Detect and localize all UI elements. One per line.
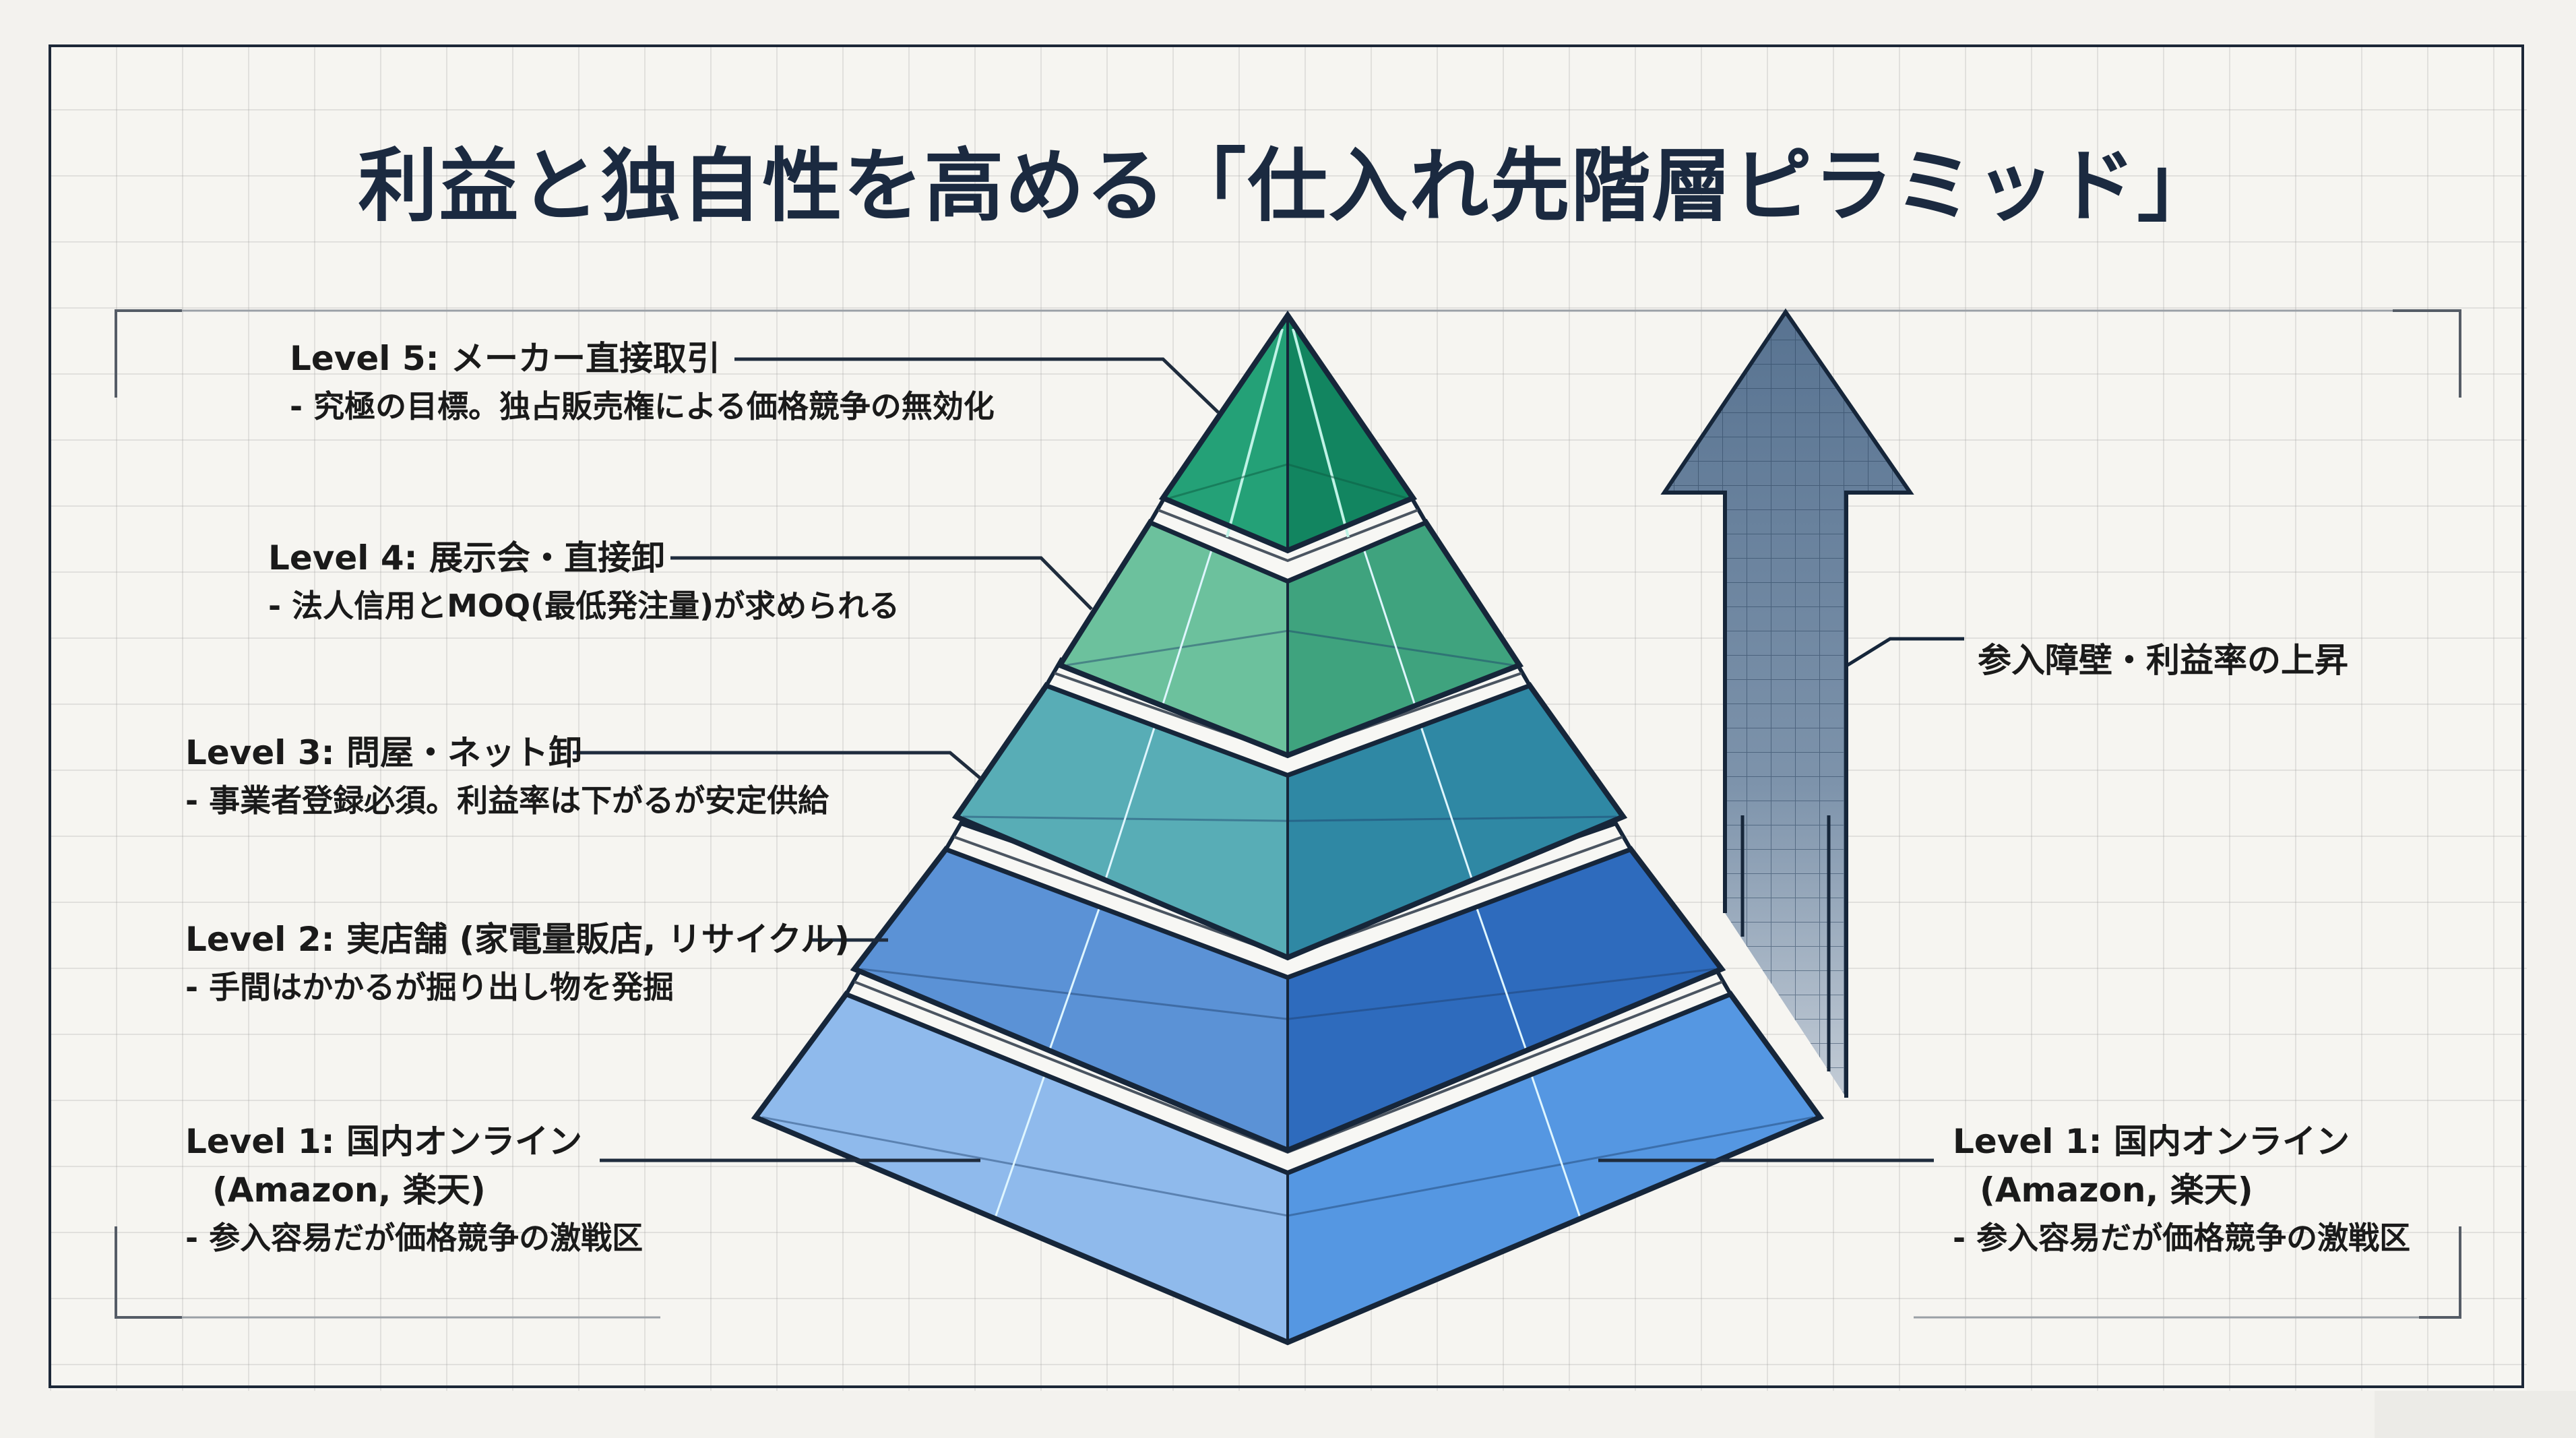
pyramid (751, 310, 1825, 1346)
level-1-subtitle: (Amazon, 楽天) (212, 1170, 486, 1210)
tier-2-left-face (854, 849, 1288, 1150)
level-1-right-title: Level 1: 国内オンライン (1953, 1122, 2350, 1161)
level-3-description: - 事業者登録必須。利益率は下がるが安定供給 (185, 782, 829, 819)
leader-level-3 (573, 751, 982, 780)
level-4-title: Level 4: 展示会・直接卸 (268, 538, 666, 577)
label-level-1-left: Level 1: 国内オンライン (Amazon, 楽天) - 参入容易だが価格… (185, 1117, 643, 1261)
label-level-5: Level 5: メーカー直接取引 - 究極の目標。独占販売権による価格競争の無… (290, 334, 995, 430)
tier-3-left-face (956, 685, 1288, 958)
level-1-right-subtitle: (Amazon, 楽天) (1980, 1170, 2253, 1210)
level-1-title: Level 1: 国内オンライン (185, 1122, 583, 1161)
tier-5-highlight-left (1226, 328, 1284, 538)
leader-level-5 (734, 357, 1220, 414)
pyramid-tier-level-1 (751, 966, 1825, 1346)
tier-3-highlight-left (1104, 725, 1156, 881)
tier-1-right-face (1288, 994, 1820, 1342)
pyramid-tier-level-5 (1158, 310, 1418, 554)
tier-4-left-face (1060, 522, 1288, 755)
bracket-bottom-left (115, 1226, 182, 1319)
label-level-1-right: Level 1: 国内オンライン (Amazon, 楽天) - 参入容易だが価格… (1953, 1117, 2410, 1261)
arrow-label-leader (1846, 637, 1964, 667)
pyramid-tier-level-3 (951, 657, 1628, 961)
page-title: 利益と独自性を高める「仕入れ先階層ピラミッド」 (358, 139, 2218, 232)
level-1-description: - 参入容易だが価格競争の激戦区 (185, 1220, 643, 1256)
tier-4-separator-line (1158, 509, 1418, 563)
tier-3-highlight-right (1420, 725, 1474, 881)
inner-frame-brackets (115, 309, 2461, 1319)
leader-level-4 (670, 556, 1093, 611)
tier-5-highlight-right (1292, 328, 1350, 538)
level-5-title: Level 5: メーカー直接取引 (290, 339, 721, 378)
bracket-top-right (2393, 309, 2461, 398)
tier-4-highlight-left (1161, 548, 1214, 706)
tier-2-highlight-right (1475, 906, 1528, 1051)
bracket-bottom-right (2419, 1226, 2461, 1319)
pyramid-tier-level-2 (850, 821, 1726, 1154)
leader-lines (573, 357, 1934, 1162)
level-4-description: - 法人信用とMOQ(最低発注量)が求められる (268, 588, 900, 624)
tier-4-highlight-right (1362, 548, 1416, 706)
level-3-title: Level 3: 問屋・ネット卸 (185, 733, 583, 772)
tier-1-highlight-right (1530, 1073, 1581, 1219)
bracket-top-left (115, 309, 182, 398)
level-2-description: - 手間はかかるが掘り出し物を発掘 (185, 969, 674, 1005)
level-5-description: - 究極の目標。独占販売権による価格競争の無効化 (290, 388, 995, 425)
label-level-4: Level 4: 展示会・直接卸 - 法人信用とMOQ(最低発注量)が求められる (268, 534, 900, 629)
arrow-label: 参入障壁・利益率の上昇 (1978, 641, 2348, 680)
tier-1-highlight-left (994, 1073, 1046, 1219)
arrow-outline (1660, 308, 1914, 1098)
label-level-3: Level 3: 問屋・ネット卸 - 事業者登録必須。利益率は下がるが安定供給 (185, 728, 829, 824)
outer-frame (49, 44, 2524, 1388)
label-level-2: Level 2: 実店舗 (家電量販店, リサイクル) - 手間はかかるが掘り出… (185, 915, 850, 1011)
tier-2-right-face (1288, 849, 1722, 1150)
rising-arrow (1660, 308, 1964, 1098)
tier-3-right-face (1288, 685, 1623, 958)
level-2-title: Level 2: 実店舗 (家電量販店, リサイクル) (185, 920, 850, 959)
level-1-right-description: - 参入容易だが価格競争の激戦区 (1953, 1220, 2411, 1256)
tier-2-highlight-left (1048, 906, 1101, 1051)
tier-1-left-face (755, 994, 1288, 1342)
corner-patch (2375, 1391, 2576, 1438)
